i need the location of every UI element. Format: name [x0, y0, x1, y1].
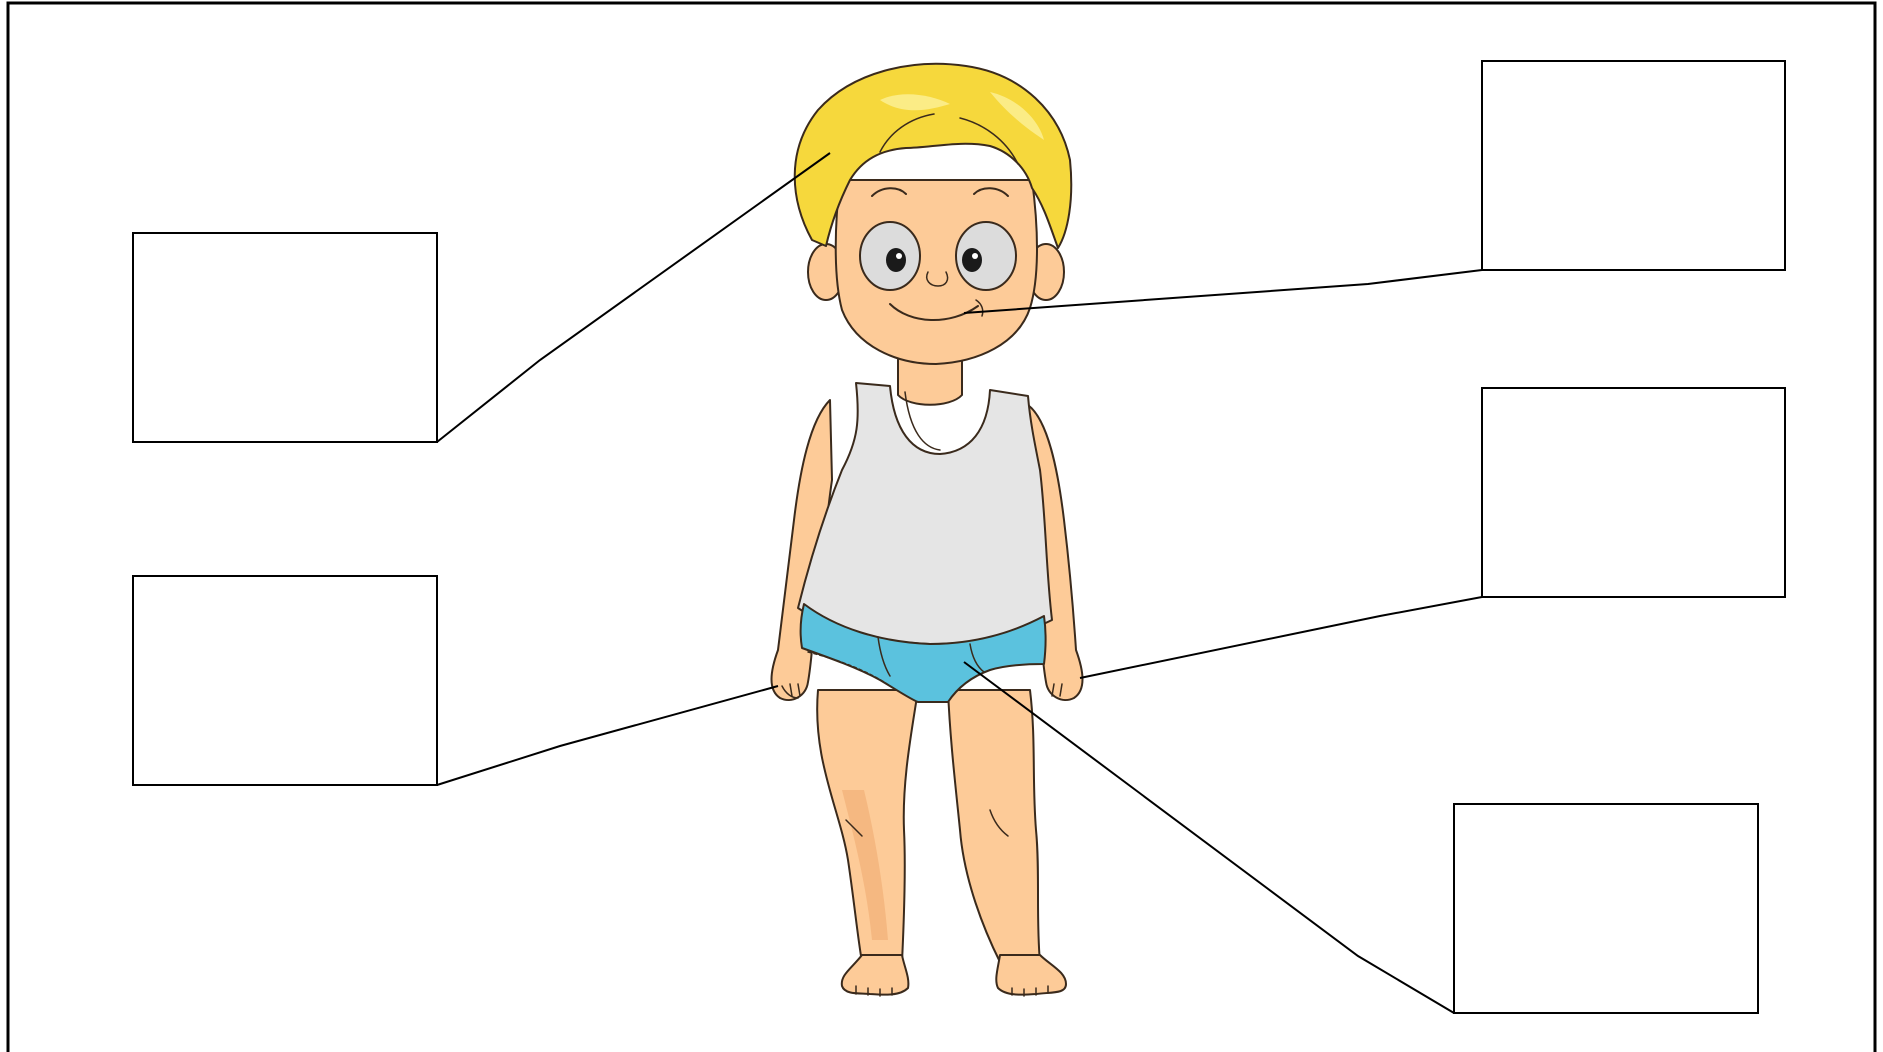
label-box-left-top[interactable]	[133, 233, 437, 442]
legs	[817, 690, 1066, 996]
label-box-right-middle[interactable]	[1482, 388, 1785, 597]
label-box-right-top[interactable]	[1482, 61, 1785, 270]
label-box-left-bottom[interactable]	[133, 576, 437, 785]
vest	[798, 383, 1052, 644]
label-box-right-bottom[interactable]	[1454, 804, 1758, 1013]
child-illustration	[772, 64, 1083, 996]
